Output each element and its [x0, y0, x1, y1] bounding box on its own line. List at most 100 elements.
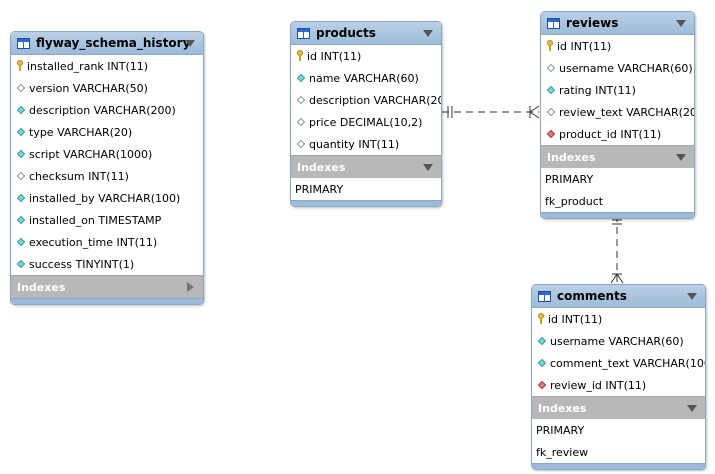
column-text: success TINYINT(1) — [29, 257, 135, 271]
column-icon — [16, 237, 26, 247]
column-row[interactable]: installed_rank INT(11) — [11, 55, 203, 77]
entity-header[interactable]: reviews — [541, 12, 694, 35]
nullable-column-icon — [546, 107, 556, 117]
collapse-arrow-icon[interactable] — [423, 30, 433, 37]
column-row[interactable]: installed_by VARCHAR(100) — [11, 187, 203, 209]
column-row[interactable]: product_id INT(11) — [541, 123, 694, 145]
column-row[interactable]: version VARCHAR(50) — [11, 77, 203, 99]
nullable-column-icon — [546, 63, 556, 73]
column-text: product_id INT(11) — [559, 127, 662, 141]
entity-reviews[interactable]: reviews id INT(11) username VARCHAR(60) … — [540, 11, 695, 219]
index-name: PRIMARY — [536, 423, 585, 437]
column-text: review_text VARCHAR(200) — [559, 105, 695, 119]
index-name: PRIMARY — [545, 172, 594, 186]
column-row[interactable]: execution_time INT(11) — [11, 231, 203, 253]
indexes-section-header[interactable]: Indexes — [291, 155, 441, 178]
column-icon — [16, 193, 26, 203]
index-name: PRIMARY — [295, 182, 344, 196]
column-text: execution_time INT(11) — [29, 235, 158, 249]
column-row[interactable]: script VARCHAR(1000) — [11, 143, 203, 165]
column-text: installed_by VARCHAR(100) — [29, 191, 181, 205]
entity-title: comments — [557, 289, 627, 303]
column-icon — [16, 215, 26, 225]
column-icon — [537, 336, 547, 346]
collapse-arrow-icon[interactable] — [676, 154, 686, 161]
column-row[interactable]: id INT(11) — [541, 35, 694, 57]
entity-footer — [541, 212, 694, 218]
index-row[interactable]: fk_review — [532, 441, 705, 463]
collapse-arrow-icon[interactable] — [423, 164, 433, 171]
column-row[interactable]: description VARCHAR(200) — [291, 89, 441, 111]
column-text: checksum INT(11) — [29, 169, 129, 183]
column-row[interactable]: review_text VARCHAR(200) — [541, 101, 694, 123]
entity-footer — [532, 463, 705, 469]
column-text: id INT(11) — [307, 49, 362, 63]
column-text: review_id INT(11) — [550, 378, 647, 392]
primary-key-icon — [17, 60, 23, 72]
collapse-arrow-icon[interactable] — [185, 40, 195, 47]
column-row[interactable]: username VARCHAR(60) — [541, 57, 694, 79]
column-text: comment_text VARCHAR(1000) — [550, 356, 706, 370]
indexes-label: Indexes — [297, 160, 346, 174]
table-icon — [17, 37, 30, 49]
collapse-arrow-icon[interactable] — [676, 20, 686, 27]
entity-products[interactable]: products id INT(11) name VARCHAR(60) des… — [290, 21, 442, 207]
entity-footer — [291, 200, 441, 206]
entity-comments[interactable]: comments id INT(11) username VARCHAR(60)… — [531, 284, 706, 470]
column-text: price DECIMAL(10,2) — [309, 115, 423, 129]
index-row[interactable]: fk_product — [541, 190, 694, 212]
column-icon — [16, 259, 26, 269]
entity-flyway-schema-history[interactable]: flyway_schema_history installed_rank INT… — [10, 31, 204, 305]
column-row[interactable]: success TINYINT(1) — [11, 253, 203, 275]
column-row[interactable]: checksum INT(11) — [11, 165, 203, 187]
expand-arrow-icon[interactable] — [187, 282, 194, 292]
primary-key-icon — [297, 50, 303, 62]
column-text: type VARCHAR(20) — [29, 125, 133, 139]
index-row[interactable]: PRIMARY — [291, 178, 441, 200]
table-icon — [547, 17, 560, 29]
foreign-key-icon — [546, 129, 556, 139]
column-row[interactable]: rating INT(11) — [541, 79, 694, 101]
column-row[interactable]: price DECIMAL(10,2) — [291, 111, 441, 133]
nullable-column-icon — [16, 83, 26, 93]
entity-title: flyway_schema_history — [36, 36, 191, 50]
column-text: name VARCHAR(60) — [309, 71, 419, 85]
indexes-section-header[interactable]: Indexes — [532, 396, 705, 419]
collapse-arrow-icon[interactable] — [687, 293, 697, 300]
indexes-label: Indexes — [538, 401, 587, 415]
indexes-section-header[interactable]: Indexes — [11, 275, 203, 298]
column-row[interactable]: id INT(11) — [532, 308, 705, 330]
column-row[interactable]: description VARCHAR(200) — [11, 99, 203, 121]
column-icon — [16, 149, 26, 159]
primary-key-icon — [547, 40, 553, 52]
index-row[interactable]: PRIMARY — [541, 168, 694, 190]
entity-title: products — [316, 26, 376, 40]
entity-footer — [11, 298, 203, 304]
nullable-column-icon — [296, 117, 306, 127]
indexes-section-header[interactable]: Indexes — [541, 145, 694, 168]
column-row[interactable]: id INT(11) — [291, 45, 441, 67]
entity-header[interactable]: comments — [532, 285, 705, 308]
index-name: fk_product — [545, 194, 604, 208]
index-name: fk_review — [536, 445, 589, 459]
column-row[interactable]: name VARCHAR(60) — [291, 67, 441, 89]
column-row[interactable]: installed_on TIMESTAMP — [11, 209, 203, 231]
column-row[interactable]: type VARCHAR(20) — [11, 121, 203, 143]
table-icon — [297, 27, 310, 39]
relationship-reviews-comments — [610, 215, 624, 284]
column-icon — [546, 85, 556, 95]
column-row[interactable]: comment_text VARCHAR(1000) — [532, 352, 705, 374]
column-text: id INT(11) — [557, 39, 612, 53]
index-row[interactable]: PRIMARY — [532, 419, 705, 441]
column-text: username VARCHAR(60) — [559, 61, 693, 75]
column-text: installed_on TIMESTAMP — [29, 213, 162, 227]
entity-header[interactable]: flyway_schema_history — [11, 32, 203, 55]
entity-header[interactable]: products — [291, 22, 441, 45]
column-row[interactable]: review_id INT(11) — [532, 374, 705, 396]
column-icon — [16, 127, 26, 137]
column-text: quantity INT(11) — [309, 137, 400, 151]
column-row[interactable]: quantity INT(11) — [291, 133, 441, 155]
collapse-arrow-icon[interactable] — [687, 405, 697, 412]
column-icon — [16, 105, 26, 115]
column-row[interactable]: username VARCHAR(60) — [532, 330, 705, 352]
